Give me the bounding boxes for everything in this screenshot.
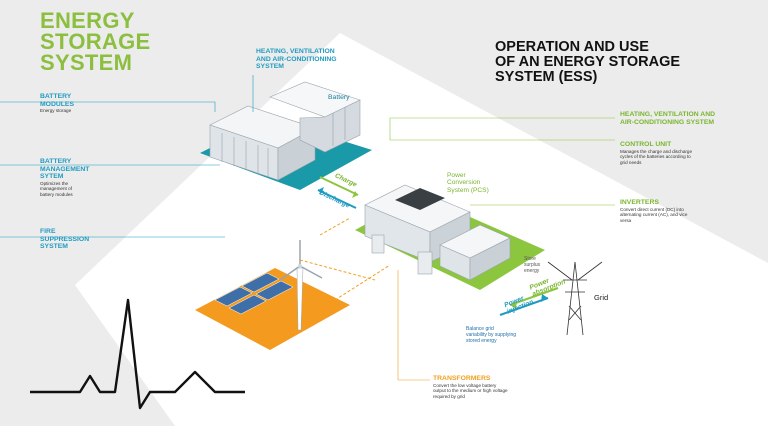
hvac-top-1: HEATING, VENTILATION	[256, 48, 335, 55]
solar-platform	[195, 268, 350, 350]
battery-modules-desc: Energy storage	[40, 108, 72, 113]
pcs-line-3: System (PCS)	[447, 186, 489, 194]
renewable-line-3: store surplus energy	[156, 348, 202, 354]
pcs-label: Power Conversion System (PCS)	[447, 172, 489, 194]
store-line-1: Store	[524, 256, 536, 262]
pcs-building	[364, 184, 511, 281]
inverters-label: INVERTERS Convert direct current (DC) in…	[620, 199, 687, 223]
transformers-desc-2: output to the medium or high voltage	[433, 388, 508, 394]
hvac-top-2: AND AIR-CONDITIONING	[256, 55, 337, 63]
control-unit-desc-2: cycles of the batteries according to	[620, 154, 691, 160]
heading-line-2: OF AN ENERGY STORAGE	[495, 54, 681, 70]
main-title: ENERGY STORAGE SYSTEM	[40, 8, 151, 75]
grid-label: Grid	[594, 293, 609, 302]
solar-panels	[214, 272, 294, 315]
store-line-2: surplus	[524, 262, 541, 268]
store-surplus-label: Store surplus energy	[524, 256, 540, 274]
hvac-right-1: HEATING, VENTILATION AND	[620, 111, 716, 118]
bms-title-1: BATTERY	[40, 158, 72, 165]
inverters-desc-2: alternating current (AC), and vice	[620, 212, 688, 218]
renewable-line-2: renewable energy resources to	[156, 342, 225, 348]
title-line-3: SYSTEM	[40, 50, 133, 75]
balance-line-3: stored energy	[466, 338, 497, 344]
balance-line-2: variability by supplying	[466, 332, 517, 338]
inverters-desc-1: Convert direct current (DC) into	[620, 206, 684, 212]
charge-discharge-arrows	[317, 176, 359, 209]
bms-desc-1: Optimizes the	[40, 180, 69, 186]
fire-title-3: SYSTEM	[40, 243, 68, 250]
bms-label: BATTERY MANAGEMENT SYTEM Optimizes the m…	[40, 158, 89, 197]
hvac-right-2: AIR-CONDITIONING SYSTEM	[620, 118, 715, 126]
pcs-line-2: Conversion	[447, 179, 481, 187]
power-arrows	[499, 287, 559, 316]
inverters-title: INVERTERS	[620, 199, 659, 206]
flow-arrows	[299, 217, 391, 301]
balance-grid-label: Balance grid variability by supplying st…	[466, 326, 516, 344]
balance-line-1: Balance grid	[466, 326, 494, 332]
heading-line-3: SYSTEM (ESS)	[495, 69, 598, 85]
bms-desc-3: battery modules	[40, 191, 73, 197]
battery-containers	[209, 81, 361, 181]
bms-title-3: SYTEM	[40, 173, 64, 180]
control-unit-desc-1: Manages the charge and discharge	[620, 148, 693, 154]
heading-line-1: OPERATION AND USE	[495, 39, 649, 55]
section-heading: OPERATION AND USE OF AN ENERGY STORAGE S…	[495, 40, 680, 85]
renewable-note: An ESS can be combined with renewable en…	[156, 336, 225, 354]
title-line-1: ENERGY	[40, 8, 135, 33]
battery-modules-title-2: MODULES	[40, 100, 74, 108]
renewable-line-1: An ESS can be combined with	[156, 336, 224, 342]
transformers-desc-1: Convert the low voltage battery	[433, 382, 497, 388]
pcs-line-1: Power	[447, 172, 466, 179]
control-unit-desc-3: grid needs	[620, 159, 642, 165]
hvac-top-label: HEATING, VENTILATION AND AIR-CONDITIONIN…	[256, 48, 337, 71]
hvac-right-label: HEATING, VENTILATION AND AIR-CONDITIONIN…	[620, 111, 715, 126]
battery-modules-title-1: BATTERY	[40, 93, 72, 100]
bms-title-2: MANAGEMENT	[40, 165, 90, 173]
wind-turbine	[279, 240, 323, 331]
hvac-top-3: SYSTEM	[256, 63, 284, 70]
transformers-label: TRANSFORMERS Convert the low voltage bat…	[433, 375, 508, 399]
control-unit-label: CONTROL UNIT Manages the charge and disc…	[620, 141, 692, 165]
store-line-3: energy	[524, 268, 540, 274]
fire-suppression-label: FIRE SUPPRESSION SYSTEM	[40, 228, 89, 251]
title-line-2: STORAGE	[40, 29, 151, 54]
grid-tower	[547, 261, 603, 336]
inverters-desc-3: versa	[620, 217, 632, 223]
fire-title-2: SUPPRESSION	[40, 235, 90, 243]
bms-desc-2: management of	[40, 186, 72, 192]
heartbeat-line	[30, 298, 245, 410]
battery-label: Battery	[328, 94, 350, 101]
transformers-desc-3: required by grid	[433, 393, 465, 399]
fire-title-1: FIRE	[40, 228, 56, 235]
transformers-title: TRANSFORMERS	[433, 375, 491, 382]
leader-lines	[0, 75, 615, 381]
battery-modules-label: BATTERY MODULES Energy storage	[40, 93, 74, 114]
control-unit-title: CONTROL UNIT	[620, 141, 672, 148]
